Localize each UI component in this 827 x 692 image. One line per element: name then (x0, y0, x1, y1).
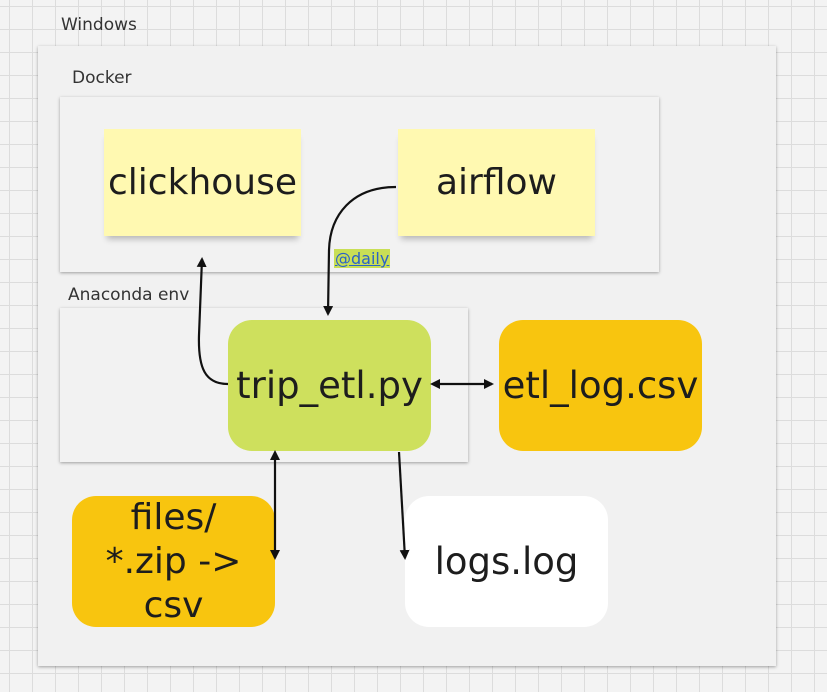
clickhouse-sticky[interactable]: clickhouse (104, 129, 301, 236)
docker-frame-label: Docker (72, 68, 132, 88)
logs-node[interactable]: logs.log (405, 496, 608, 627)
logs-label: logs.log (434, 540, 579, 583)
files-node[interactable]: files/ *.zip -> csv (72, 496, 275, 627)
clickhouse-label: clickhouse (108, 162, 297, 203)
daily-schedule-label[interactable]: @daily (334, 249, 391, 268)
etl-log-label: etl_log.csv (502, 364, 699, 407)
anaconda-frame-label: Anaconda env (68, 285, 190, 305)
windows-frame-label: Windows (61, 15, 137, 35)
trip-etl-to-logs-arrow[interactable] (397, 451, 410, 560)
trip-etl-node[interactable]: trip_etl.py (228, 320, 431, 451)
files-label-line2: *.zip -> csv (105, 540, 242, 626)
trip-etl-label: trip_etl.py (236, 364, 423, 407)
etl-log-node[interactable]: etl_log.csv (499, 320, 702, 451)
airflow-sticky[interactable]: airflow (398, 129, 595, 236)
airflow-label: airflow (435, 162, 557, 203)
trip-etl-to-clickhouse-arrow[interactable] (196, 257, 229, 386)
files-label-line1: files/ (130, 496, 217, 538)
airflow-to-trip-etl-arrow[interactable] (323, 185, 397, 316)
